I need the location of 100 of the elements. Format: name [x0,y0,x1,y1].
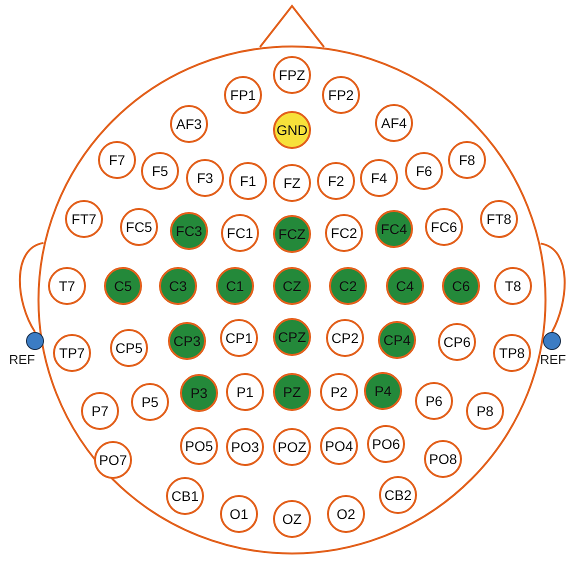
electrode-circle [317,162,355,200]
electrode-circle [168,322,206,360]
electrode-label: PO5 [184,438,213,454]
electrode-label: CP5 [115,340,143,356]
electrode-label: F8 [458,152,476,168]
electrode-circle [494,267,532,305]
electrode-circle [166,477,204,515]
electrode-label: F5 [152,163,168,179]
electrode-label: F2 [328,173,344,189]
electrode-circle [367,425,405,463]
electrode-label: C1 [226,278,244,294]
ear-outline [540,242,566,332]
electrode-circle [493,334,531,372]
electrode-circle [180,374,218,412]
electrode-circle [360,159,398,197]
electrode-label: CP6 [443,334,471,350]
electrode-circle [220,319,258,357]
electrode-label: CP1 [225,330,253,346]
electrode-circle [110,329,148,367]
electrode-label: P4 [374,383,392,399]
electrode-circle [442,267,480,305]
electrode-label: PO3 [230,439,259,455]
electrode-circle [325,214,363,252]
electrode-label: FC6 [430,219,458,235]
electrode-label: TP7 [59,345,85,361]
electrode-label: FPZ [278,67,306,83]
electrode-label: REF [9,352,35,367]
electrode-label: FZ [283,175,301,191]
electrode-circle [226,373,264,411]
electrode-label: CP4 [383,332,411,348]
electrode-circle [329,267,367,305]
electrode-label: C4 [396,278,414,294]
electrode-circle [405,152,443,190]
electrode-circle [320,427,358,465]
electrode-label: F4 [370,170,388,186]
electrode-label: O1 [230,506,248,522]
electrode-label: FT7 [72,211,96,227]
electrode-circle [320,373,358,411]
electrode-label: POZ [278,439,306,455]
electrode-label: CZ [282,278,302,294]
electrode-circle [221,214,259,252]
electrode-label: FP1 [230,87,256,103]
electrode-circle [170,105,208,143]
electrode-circle [229,162,267,200]
electrode-circle [48,267,86,305]
electrode-label: FC4 [380,221,408,237]
electrode-label: TP8 [499,345,525,361]
electrode-circle [216,267,254,305]
electrode-circle [273,215,311,253]
electrode-label: FP2 [328,87,354,103]
electrode-label: F7 [108,152,126,168]
electrode-label: AF3 [176,116,202,132]
electrode-label: OZ [282,511,302,527]
electrode-label: T7 [58,278,76,294]
electrode-label: C6 [452,278,470,294]
electrode-label: PO8 [428,451,457,467]
electrode-label: F1 [240,173,256,189]
electrode-label: PO4 [324,438,353,454]
electrode-label: CP2 [331,330,359,346]
electrode-circle [378,321,416,359]
electrode-label: P1 [236,384,254,400]
electrode-circle [220,495,258,533]
electrode-label: FT8 [486,211,512,227]
electrode-circle [131,383,169,421]
electrode-circle [425,208,463,246]
electrode-label: PO7 [98,452,127,468]
electrode-circle [53,334,91,372]
electrode-circle [379,476,417,514]
electrode-circle [448,141,486,179]
electrode-circle [438,323,476,361]
electrode-circle [104,267,142,305]
electrode-label: C2 [339,278,357,294]
electrode-label: P8 [476,403,494,419]
electrode-circle [386,267,424,305]
electrode-circle [327,495,365,533]
electrode-circle [273,500,311,538]
electrode-label: F6 [416,163,432,179]
electrode-circle [480,200,518,238]
electrode-label: P2 [330,384,348,400]
electrode-label: O2 [336,506,356,522]
electrode-label: CPZ [278,329,306,345]
electrode-circle [273,111,311,149]
electrode-label: FC1 [226,225,254,241]
electrode-label: PO6 [372,436,400,452]
electrode-circle [375,210,413,248]
electrode-circle [170,212,208,250]
electrode-label: FC3 [176,223,202,239]
electrode-label: FC5 [126,219,152,235]
electrode-circle [415,382,453,420]
electrode-circle [322,76,360,114]
electrode-circle [226,428,264,466]
electrode-circle [273,318,311,356]
electrode-circle [65,200,103,238]
electrode-circle [180,427,218,465]
electrode-circle [273,428,311,466]
electrode-circle [186,159,224,197]
electrode-label: FC2 [330,225,358,241]
electrode-label: P7 [91,403,109,419]
electrode-label: F3 [196,170,214,186]
electrode-label: PZ [283,384,301,400]
